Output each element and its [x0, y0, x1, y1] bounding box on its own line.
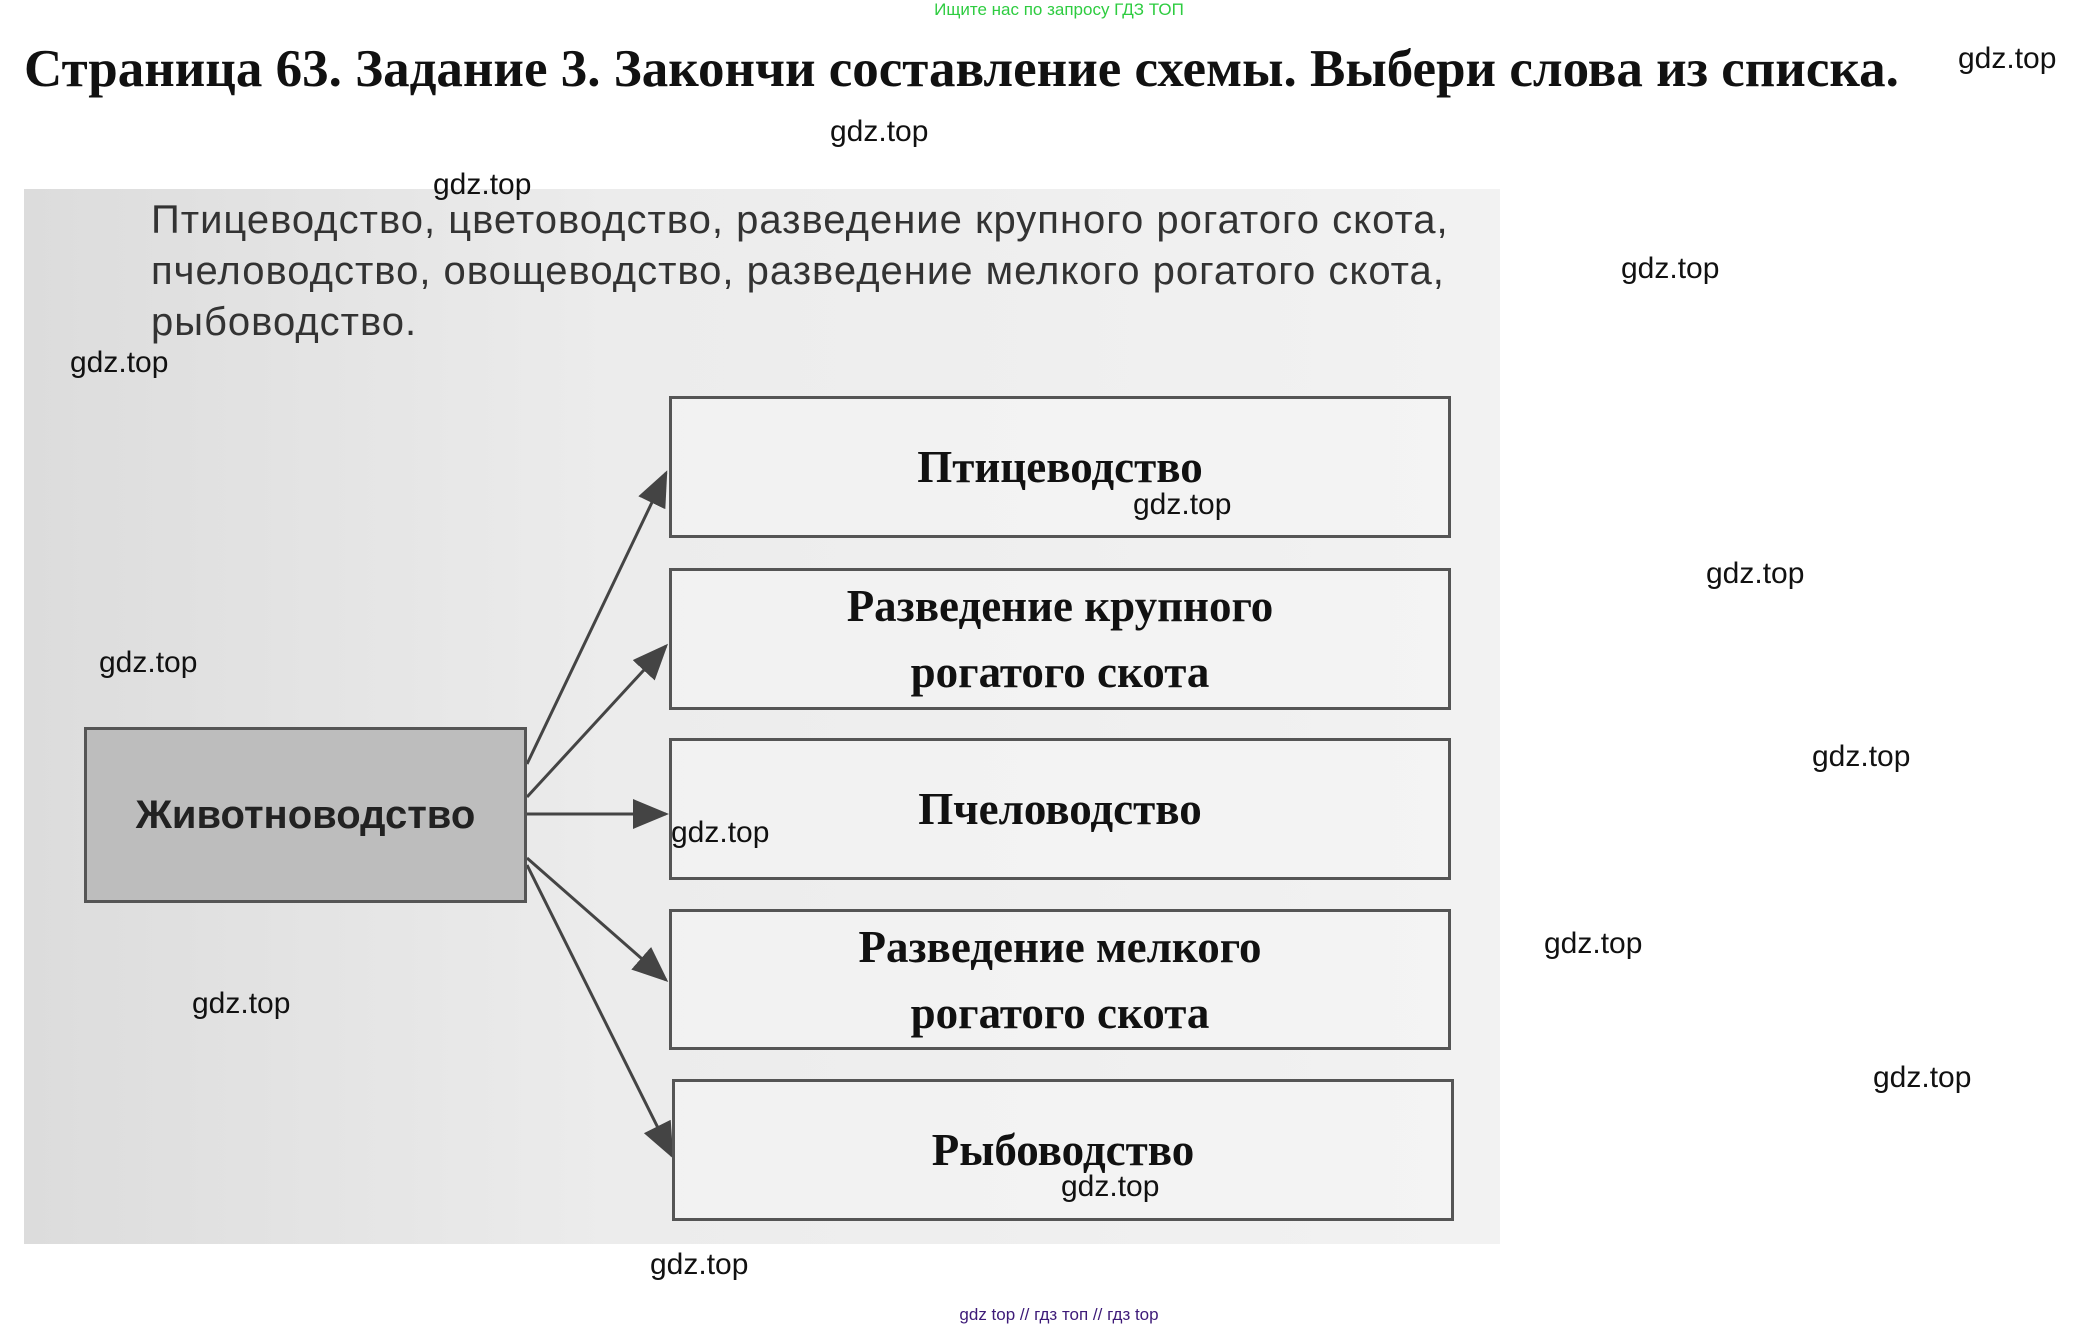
arrow-5: [525, 864, 674, 1159]
scanned-textbook-image: [24, 189, 1500, 1244]
branch-box-1: Птицеводство: [669, 396, 1451, 538]
watermark: gdz.top: [433, 168, 532, 201]
watermark: gdz.top: [671, 816, 770, 849]
word-list: Птицеводство, цветоводство, разведение к…: [151, 198, 1449, 344]
arrow-2: [525, 643, 669, 799]
branch-box-3: Пчеловодство: [669, 738, 1451, 880]
branch-box-2: Разведение крупного рогатого скота: [669, 568, 1451, 710]
watermark: gdz.top: [1544, 927, 1643, 960]
watermark: gdz.top: [1061, 1170, 1160, 1203]
branch-box-4: Разведение мелкого рогатого скота: [669, 909, 1451, 1050]
watermark: gdz.top: [1812, 740, 1911, 773]
watermark: gdz.top: [1133, 488, 1232, 521]
watermark: gdz.top: [70, 346, 169, 379]
arrow-1: [525, 470, 668, 765]
arrow-4: [526, 856, 669, 982]
page-title: Страница 63. Задание 3. Закончи составле…: [24, 40, 1899, 98]
watermark: gdz.top: [830, 115, 929, 148]
watermark: gdz.top: [99, 646, 198, 679]
watermark: gdz.top: [1873, 1061, 1972, 1094]
root-box: Животноводство: [84, 727, 527, 903]
watermark: gdz.top: [192, 987, 291, 1020]
watermark: gdz.top: [1706, 557, 1805, 590]
footer-links[interactable]: gdz top // гдз топ // гдз top: [959, 1305, 1159, 1324]
top-search-link[interactable]: Ищите нас по запросу ГДЗ ТОП: [934, 0, 1184, 19]
branch-box-5: Рыбоводство: [672, 1079, 1454, 1221]
watermark: gdz.top: [650, 1248, 749, 1281]
watermark: gdz.top: [1958, 42, 2057, 75]
watermark: gdz.top: [1621, 252, 1720, 285]
